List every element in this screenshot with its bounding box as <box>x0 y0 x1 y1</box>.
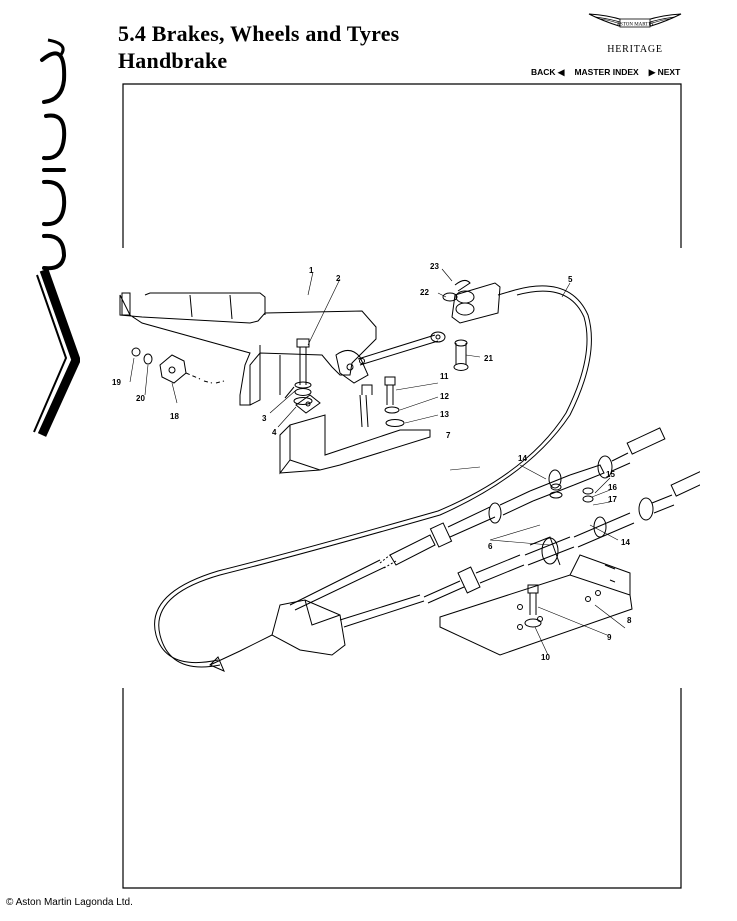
callout-10: 10 <box>541 653 550 662</box>
vantage-script-logo <box>33 38 80 437</box>
callout-1: 1 <box>309 266 314 275</box>
callout-11: 11 <box>440 372 449 381</box>
page-title: 5.4 Brakes, Wheels and Tyres Handbrake <box>118 20 399 74</box>
callout-17: 17 <box>608 495 617 504</box>
callout-3: 3 <box>262 414 267 423</box>
callout-2: 2 <box>336 274 341 283</box>
callout-6: 6 <box>488 542 493 551</box>
callout-21: 21 <box>484 354 493 363</box>
callout-14b: 14 <box>621 538 630 547</box>
clevis <box>451 282 501 324</box>
handbrake-cable <box>158 285 592 668</box>
lever-bracket <box>289 414 431 471</box>
nav-links: BACK ◀ MASTER INDEX ▶ NEXT <box>531 67 680 78</box>
cable-equaliser <box>271 599 346 656</box>
logo-text: ASTON MARTIN <box>616 22 654 27</box>
callout-labels: 1 2 3 4 5 6 7 8 9 10 11 12 13 14 14 15 1… <box>112 262 632 662</box>
callout-5: 5 <box>568 275 573 284</box>
back-link[interactable]: BACK ◀ <box>531 67 565 77</box>
section-subtitle: Handbrake <box>118 48 228 73</box>
callout-15: 15 <box>606 470 615 479</box>
master-index-link[interactable]: MASTER INDEX <box>574 67 639 77</box>
brand-block: ASTON MARTIN HERITAGE <box>583 10 687 55</box>
callout-14a: 14 <box>518 454 527 463</box>
callout-8: 8 <box>627 616 632 625</box>
diagram-frame <box>122 83 682 889</box>
handbrake-lever <box>119 294 377 406</box>
callout-9: 9 <box>607 633 612 642</box>
heritage-label: HERITAGE <box>607 44 663 55</box>
handbrake-exploded-diagram: 1 2 3 4 5 6 7 8 9 10 11 12 13 14 14 15 1… <box>112 262 700 672</box>
lever-grip <box>121 292 131 316</box>
callout-20: 20 <box>136 394 145 403</box>
copyright-footer: © Aston Martin Lagonda Ltd. <box>6 897 133 908</box>
callout-18: 18 <box>170 412 179 421</box>
callout-23: 23 <box>430 262 439 271</box>
callout-16: 16 <box>608 483 617 492</box>
aston-martin-wings-logo: ASTON MARTIN <box>588 13 682 28</box>
callout-13: 13 <box>440 410 449 419</box>
callout-12: 12 <box>440 392 449 401</box>
section-title: 5.4 Brakes, Wheels and Tyres <box>118 21 400 46</box>
callout-19: 19 <box>112 378 121 387</box>
callout-4: 4 <box>272 428 277 437</box>
callout-22: 22 <box>420 288 429 297</box>
next-link[interactable]: ▶ NEXT <box>648 67 681 77</box>
callout-7: 7 <box>446 431 451 440</box>
